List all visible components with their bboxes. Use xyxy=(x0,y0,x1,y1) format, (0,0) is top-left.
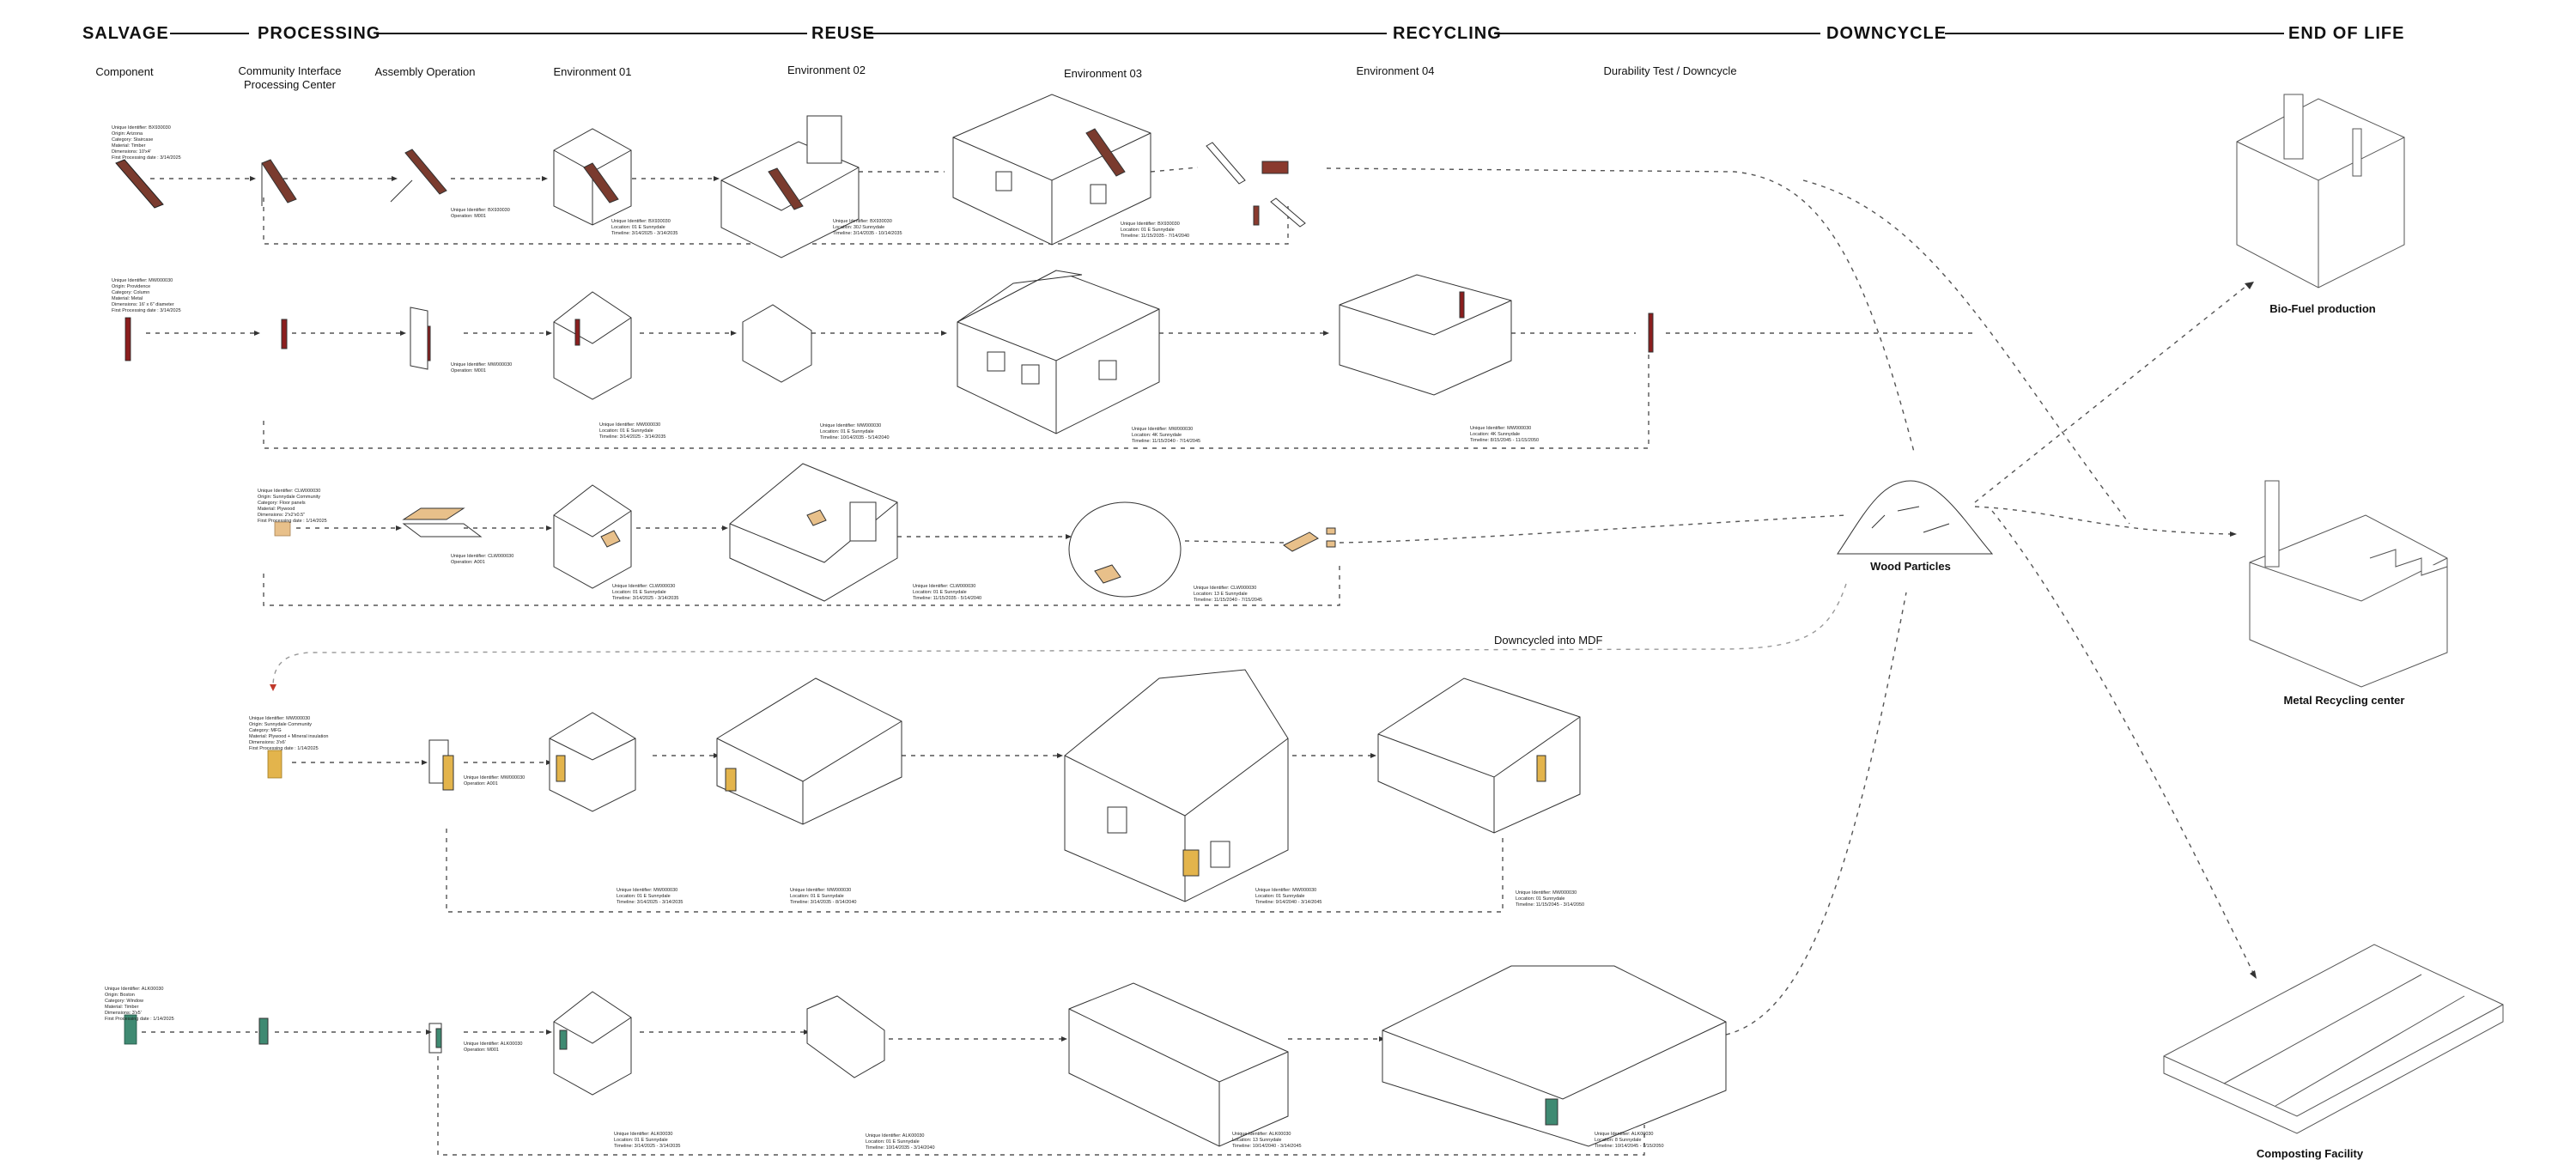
env04-row2-house xyxy=(1340,275,1511,395)
column-environment-01: Environment 01 xyxy=(550,65,635,79)
env02-row5-room xyxy=(807,996,884,1078)
env01-row3-room xyxy=(554,485,631,588)
column-processing-center: Community Interface Processing Center xyxy=(228,64,352,92)
env01-row2-room xyxy=(554,292,631,399)
processing-icons xyxy=(259,149,481,1053)
column-component: Component xyxy=(86,65,163,79)
env04-row1-parts xyxy=(1206,143,1305,227)
downcycle-row2-column xyxy=(1649,313,1653,352)
buildings xyxy=(550,94,1726,1146)
env03-row5-house xyxy=(1069,983,1288,1146)
column-environment-02: Environment 02 xyxy=(781,64,872,77)
env02-row2-room xyxy=(743,305,811,382)
env03-row2-house xyxy=(957,270,1159,434)
env03-row4-house xyxy=(1065,670,1288,902)
stage-header-recycling: RECYCLING xyxy=(1393,24,1502,44)
env03-row3-round-room xyxy=(1069,502,1181,597)
stage-header-processing: PROCESSING xyxy=(258,24,380,44)
env04-row5-house xyxy=(1382,966,1726,1146)
metal-recycling-facility xyxy=(2250,481,2447,687)
wood-particles-label: Wood Particles xyxy=(1855,560,1966,573)
column-durability-test: Durability Test / Downcycle xyxy=(1597,64,1743,78)
stage-header-downcycle: DOWNCYCLE xyxy=(1826,24,1947,44)
env04-row4-house xyxy=(1378,678,1580,833)
env01-row5-room xyxy=(554,992,631,1095)
stage-header-reuse: REUSE xyxy=(811,24,875,44)
env01-row1-room xyxy=(554,129,631,225)
composting-facility-label: Composting Facility xyxy=(2233,1147,2387,1160)
downcycled-mdf-label: Downcycled into MDF xyxy=(1494,634,1602,647)
wood-particles-pile xyxy=(1838,481,1992,554)
biofuel-production-label: Bio-Fuel production xyxy=(2250,302,2396,315)
env02-row4-house xyxy=(717,678,902,824)
stage-header-salvage: SALVAGE xyxy=(82,24,169,44)
env01-row4-house xyxy=(550,713,635,811)
column-environment-04: Environment 04 xyxy=(1348,64,1443,78)
stage-header-end-of-life: END OF LIFE xyxy=(2288,24,2404,44)
component-column xyxy=(125,318,131,361)
biofuel-facility xyxy=(2237,94,2404,288)
flow-arrows xyxy=(142,167,2254,1155)
env04-row3-panels xyxy=(1284,528,1335,551)
column-assembly-operation: Assembly Operation xyxy=(369,65,481,79)
metal-recycling-label: Metal Recycling center xyxy=(2258,694,2430,707)
column-environment-03: Environment 03 xyxy=(1058,67,1148,81)
env02-row3-house xyxy=(730,464,897,601)
composting-facility xyxy=(2164,944,2503,1133)
